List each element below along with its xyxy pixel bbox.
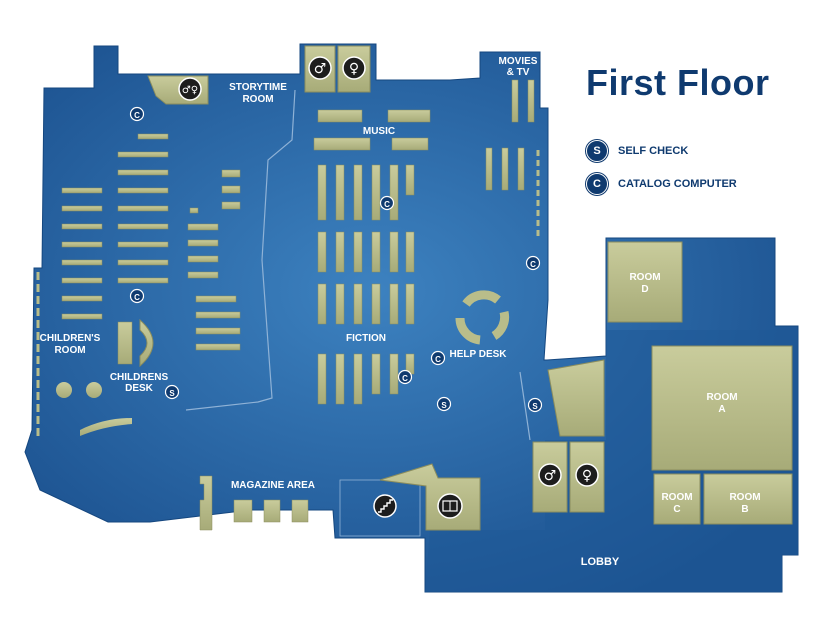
room-b xyxy=(703,473,793,525)
room-a-label-2: A xyxy=(718,404,725,415)
childrens-room-label-1: CHILDREN'S xyxy=(40,333,101,344)
svg-text:C: C xyxy=(134,293,140,302)
svg-text:♂: ♂ xyxy=(314,61,327,77)
catalog-marker: C xyxy=(129,106,145,122)
legend-label: SELF CHECK xyxy=(618,145,689,157)
childrens-table-1 xyxy=(56,382,72,398)
svg-text:C: C xyxy=(530,260,536,269)
catalog-marker: C xyxy=(525,255,541,271)
selfcheck-marker: S xyxy=(436,396,452,412)
fiction-label: FICTION xyxy=(346,333,386,344)
elevator xyxy=(379,463,481,531)
room-d xyxy=(607,241,683,323)
magazine-shelves xyxy=(199,475,309,531)
svg-text:♂: ♂ xyxy=(544,468,557,484)
restroom-men-top: ♂ xyxy=(304,45,336,93)
svg-text:♀: ♀ xyxy=(349,61,359,77)
svg-text:C: C xyxy=(384,200,390,209)
self-check-icon: S xyxy=(586,140,608,162)
catalog-marker: C xyxy=(397,369,413,385)
music-shelves xyxy=(313,109,431,151)
movies-shelves xyxy=(485,79,535,191)
legend-label: CATALOG COMPUTER xyxy=(618,178,737,190)
catalog-computer-icon: C xyxy=(586,173,608,195)
catalog-marker: C xyxy=(129,288,145,304)
room-a-label-1: ROOM xyxy=(706,392,737,403)
help-desk-label: HELP DESK xyxy=(449,349,507,360)
svg-text:C: C xyxy=(435,355,441,364)
family-restroom: ♂♀ xyxy=(147,75,209,105)
stairs xyxy=(339,479,421,537)
svg-text:♂♀: ♂♀ xyxy=(182,85,198,96)
svg-text:C: C xyxy=(402,374,408,383)
childrens-shelves xyxy=(61,133,241,365)
room-b-label-2: B xyxy=(741,504,748,515)
selfcheck-marker: S xyxy=(527,397,543,413)
svg-text:S: S xyxy=(169,389,175,398)
movies-label-2: & TV xyxy=(507,67,530,78)
childrens-table-2 xyxy=(86,382,102,398)
catalog-marker: C xyxy=(430,350,446,366)
room-a xyxy=(651,345,793,471)
lobby-label: LOBBY xyxy=(581,556,620,568)
east-wall xyxy=(519,371,531,441)
room-c xyxy=(653,473,701,525)
svg-text:S: S xyxy=(441,401,447,410)
childrens-bench xyxy=(80,418,132,436)
legend-self-check: S SELF CHECK xyxy=(586,140,688,162)
room-c-label-2: C xyxy=(673,504,680,515)
svg-text:♀: ♀ xyxy=(582,468,592,484)
storytime-room-label-1: STORYTIME xyxy=(229,82,287,93)
magazine-area-label: MAGAZINE AREA xyxy=(231,480,315,491)
storytime-wall xyxy=(185,89,296,411)
movies-label-1: MOVIES xyxy=(499,56,538,67)
room-d-label-2: D xyxy=(641,284,648,295)
room-c-label-1: ROOM xyxy=(661,492,692,503)
childrens-desk-label-1: CHILDRENS xyxy=(110,372,169,383)
restroom-women-lobby: ♀ xyxy=(569,441,605,513)
help-desk xyxy=(455,290,510,345)
fiction-shelves xyxy=(317,164,415,405)
childrens-desk-label-2: DESK xyxy=(125,383,154,394)
catalog-marker: C xyxy=(379,195,395,211)
svg-text:S: S xyxy=(532,402,538,411)
music-label: MUSIC xyxy=(363,126,395,137)
childrens-desk xyxy=(139,318,154,368)
restroom-men-lobby: ♂ xyxy=(532,441,568,513)
selfcheck-marker: S xyxy=(164,384,180,400)
room-b-label-1: ROOM xyxy=(729,492,760,503)
svg-text:C: C xyxy=(134,111,140,120)
restroom-women-top: ♀ xyxy=(337,45,371,93)
childrens-room-label-2: ROOM xyxy=(54,345,85,356)
east-desk xyxy=(547,359,605,437)
page-title: First Floor xyxy=(586,62,770,103)
legend-catalog-computer: C CATALOG COMPUTER xyxy=(586,173,737,195)
room-d-label-1: ROOM xyxy=(629,272,660,283)
storytime-room-label-2: ROOM xyxy=(242,94,273,105)
